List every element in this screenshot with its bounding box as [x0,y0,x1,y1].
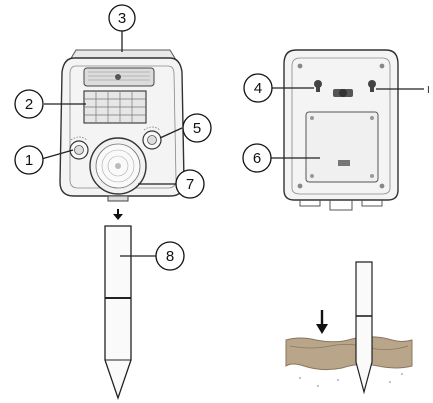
center-bracket [333,89,353,97]
ground-stake [104,225,132,401]
callout-8: 8 [155,241,185,271]
battery-cover [305,111,379,183]
svg-text:6: 6 [253,150,261,167]
soil-install-view [285,261,413,395]
right-control-knob [142,126,162,150]
edge-mark: I [427,85,430,96]
svg-text:4: 4 [254,80,262,97]
callout-5: 5 [182,113,212,143]
push-down-arrow [316,310,328,334]
callout-6: 6 [242,143,272,173]
callout-4: 4 [243,73,273,103]
back-inner-frame [291,57,391,195]
svg-text:7: 7 [186,176,194,193]
callout-2: 2 [14,89,44,119]
insert-arrow-front [113,209,123,220]
callout-1: 1 [14,145,44,175]
device-front-view [59,49,185,202]
stake-in-soil [355,261,373,395]
svg-text:2: 2 [25,96,33,113]
device-inner-frame [69,65,177,189]
device-back-view [283,49,399,211]
soil-layer [285,336,413,371]
stake-socket [107,195,129,202]
svg-text:1: 1 [25,152,33,169]
sensor-lens [115,74,121,80]
svg-text:3: 3 [118,10,126,27]
svg-text:5: 5 [193,120,201,137]
callout-3: 3 [108,4,136,32]
left-control-knob [69,136,89,160]
callout-7: 7 [175,169,205,199]
keyhole-mount-right [368,80,376,92]
solar-panel [83,90,147,124]
speaker-grille [89,137,147,195]
svg-text:8: 8 [166,248,174,265]
keyhole-mount-left [314,80,322,92]
